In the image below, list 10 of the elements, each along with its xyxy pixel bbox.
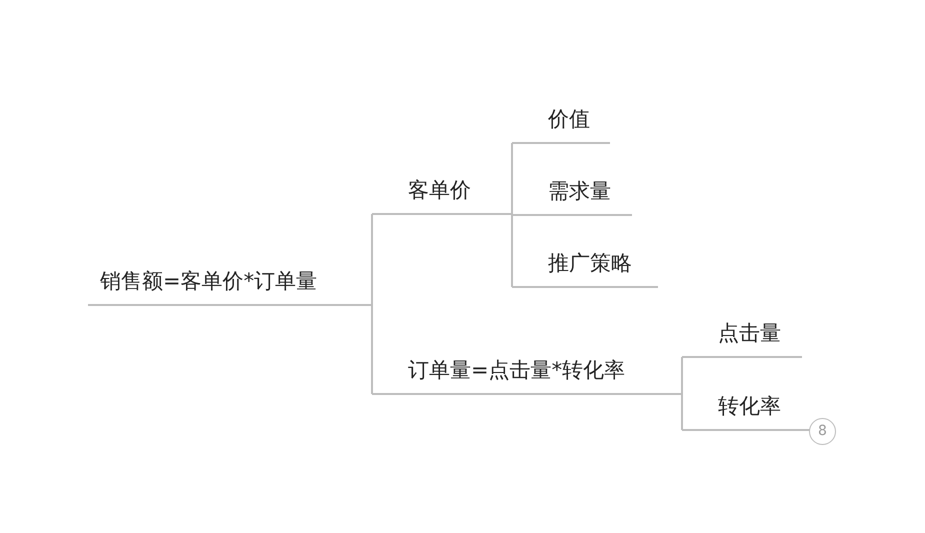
connector-line [356,304,373,394]
topic-label: 需求量 [512,170,632,216]
topic-label: 转化率 [682,385,810,431]
topic-label: 推广策略 [512,242,658,288]
topic-label: 客单价 [372,169,496,215]
count-badge: 8 [809,418,836,445]
topic-label: 订单量=点击量*转化率 [372,349,666,395]
topic-label: 点击量 [682,312,802,358]
topic-label: 销售额=客单价*订单量 [88,260,356,306]
topic-label: 价值 [512,98,610,144]
